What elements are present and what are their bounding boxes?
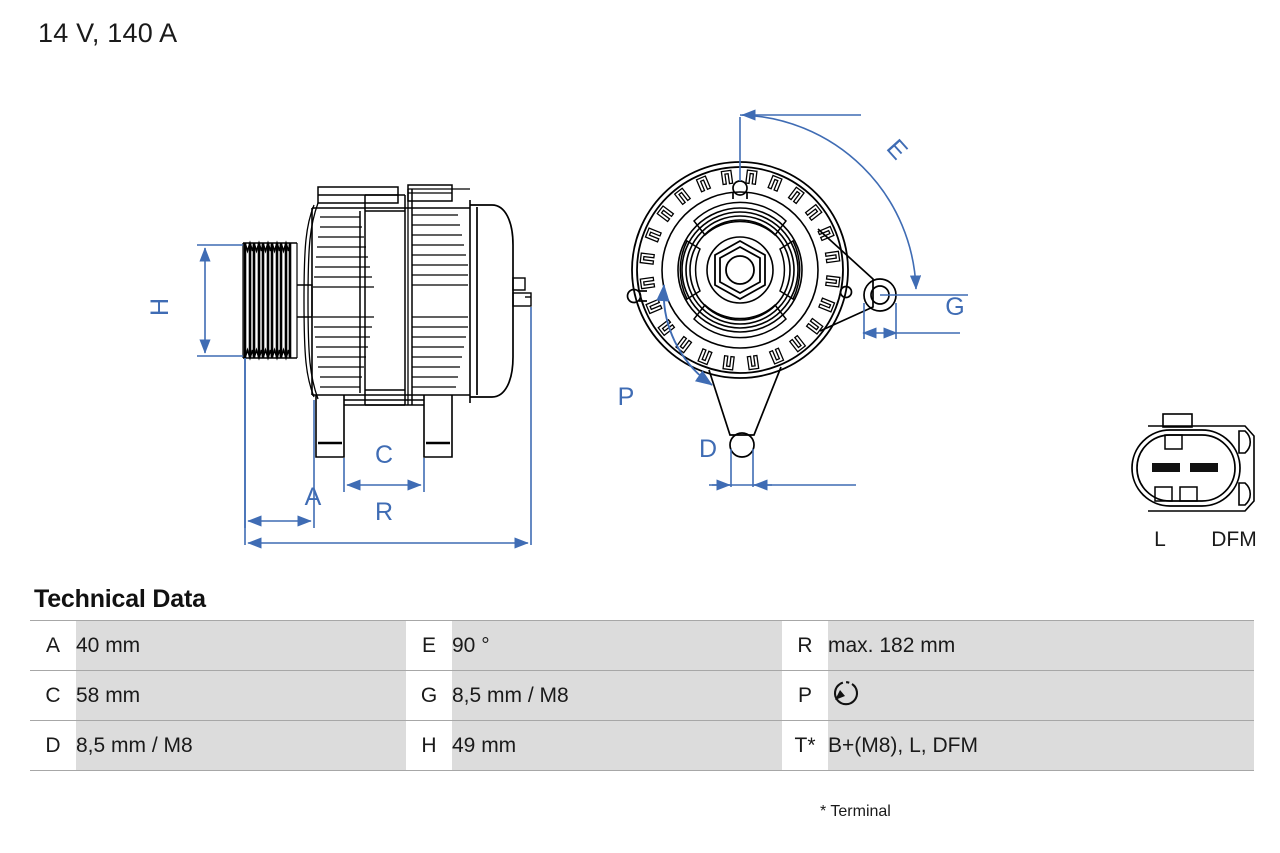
dimension-d: [709, 449, 856, 491]
alternator-side-view: H A C R: [146, 184, 532, 549]
stator-band: [317, 186, 406, 406]
front-inner-rings: [661, 191, 819, 349]
label-d: D: [699, 435, 717, 463]
rear-cover: [470, 204, 514, 398]
row-key-a: A: [30, 620, 76, 671]
dimension-h: [197, 244, 243, 357]
technical-drawing-area: H A C R: [0, 45, 1280, 575]
technical-data-table: A 40 mm E 90 ° R max. 182 mm C 58 mm G 8…: [30, 620, 1254, 771]
row-key-t: T*: [782, 720, 828, 771]
ventilation-slots: [679, 201, 801, 339]
dimension-a: [244, 358, 315, 528]
row-key-r: R: [782, 620, 828, 671]
technical-data-block: Technical Data A 40 mm E 90 ° R max. 182…: [30, 585, 1254, 771]
table-row: C 58 mm G 8,5 mm / M8 P: [30, 670, 1254, 721]
row-value-d: 8,5 mm / M8: [76, 720, 406, 771]
label-h: H: [146, 298, 174, 316]
row-value-p: [828, 670, 1254, 721]
top-eyelet: [732, 180, 748, 199]
row-key-d: D: [30, 720, 76, 771]
rear-terminals: [512, 277, 532, 307]
technical-data-heading: Technical Data: [34, 585, 206, 613]
label-p: P: [618, 383, 635, 411]
row-key-e: E: [406, 620, 452, 671]
label-c: C: [375, 441, 393, 469]
counterclockwise-rotation-icon: [828, 677, 862, 715]
rear-fins: [407, 184, 470, 405]
row-value-h: 49 mm: [452, 720, 782, 771]
dimension-g: [862, 303, 960, 339]
row-value-t: B+(M8), L, DFM: [828, 720, 1254, 771]
technical-drawing-svg: H A C R: [146, 109, 1257, 551]
left-lug: [626, 288, 647, 304]
connector-label-l: L: [1154, 528, 1166, 551]
label-g: G: [945, 293, 964, 321]
center-hex-nut: [714, 239, 766, 301]
dimension-r: [244, 307, 532, 549]
row-key-g: G: [406, 670, 452, 721]
row-value-r: max. 182 mm: [828, 620, 1254, 671]
mounting-legs: [315, 395, 453, 458]
table-row: D 8,5 mm / M8 H 49 mm T* B+(M8), L, DFM: [30, 720, 1254, 771]
dimension-p: [656, 284, 713, 386]
row-key-c: C: [30, 670, 76, 721]
label-r: R: [375, 498, 393, 526]
row-value-a: 40 mm: [76, 620, 406, 671]
label-e: E: [881, 134, 913, 165]
bottom-mounting-ear: [708, 366, 782, 458]
table-footnote: * Terminal: [820, 803, 891, 820]
row-value-g: 8,5 mm / M8: [452, 670, 782, 721]
alternator-front-view: E G P D: [618, 109, 968, 491]
drive-end-fins: [303, 202, 374, 400]
row-key-p: P: [782, 670, 828, 721]
connector-plug-detail: L DFM: [1131, 413, 1257, 551]
connector-oval: [1131, 429, 1241, 507]
dimension-h-label: H: [146, 298, 174, 316]
dimension-e: [739, 109, 968, 296]
dimension-c: [343, 458, 425, 492]
connector-terminals: [1152, 463, 1218, 472]
connector-keys: [1154, 434, 1198, 502]
page-title: 14 V, 140 A: [38, 18, 178, 48]
cooling-fin-ring: [639, 169, 841, 371]
table-row: A 40 mm E 90 ° R max. 182 mm: [30, 620, 1254, 671]
row-value-c: 58 mm: [76, 670, 406, 721]
connector-label-dfm: DFM: [1211, 528, 1257, 551]
label-a: A: [305, 483, 322, 511]
row-value-e: 90 °: [452, 620, 782, 671]
alternator-housing: [311, 200, 471, 403]
row-key-h: H: [406, 720, 452, 771]
pulley: [242, 240, 313, 361]
